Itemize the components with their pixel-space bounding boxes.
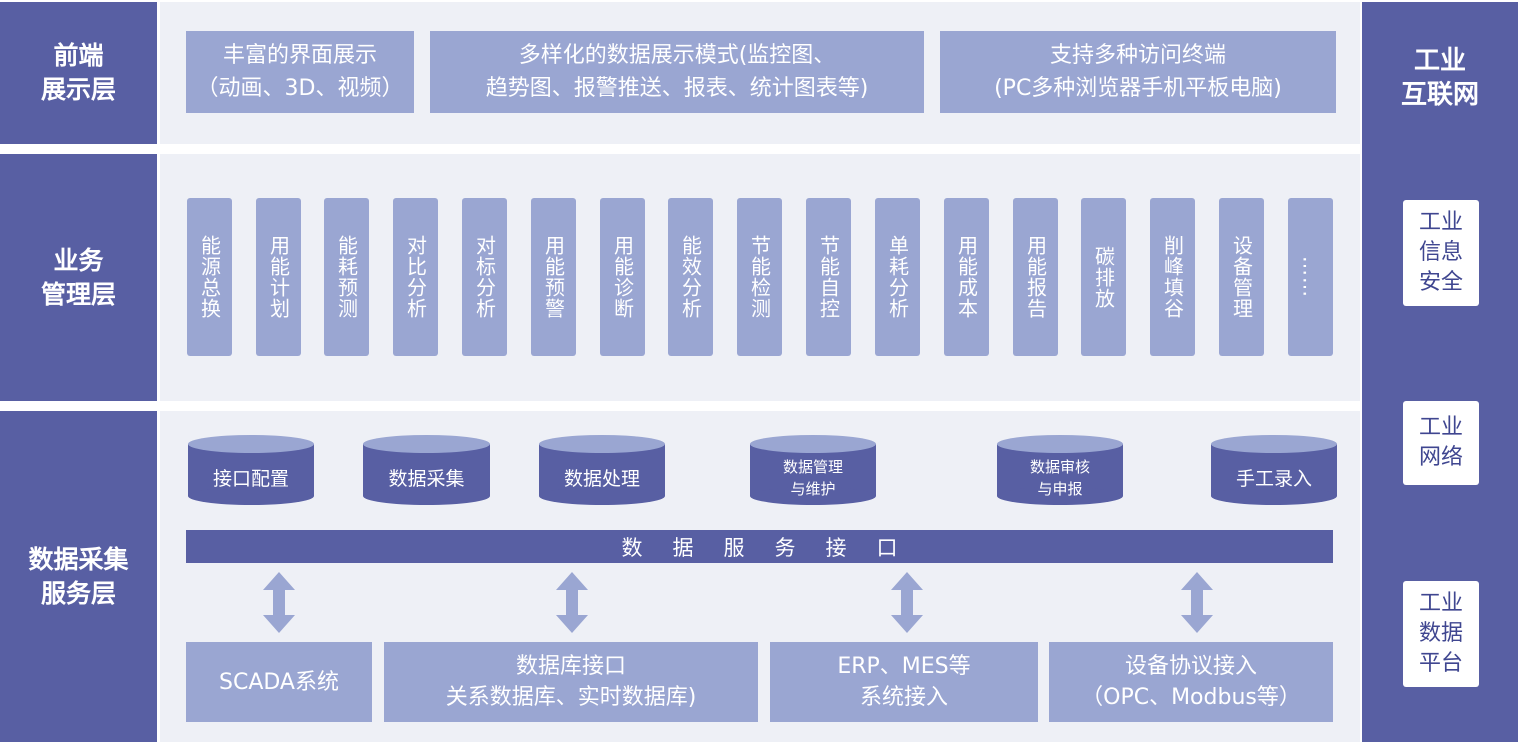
- business-item: 对比分析: [393, 198, 438, 356]
- industrial-network: 工业 网络: [1403, 401, 1479, 485]
- business-item: 设备管理: [1219, 198, 1264, 356]
- business-item-more: ……: [1288, 198, 1333, 356]
- business-layer-label: 业务 管理层: [0, 154, 157, 401]
- source-erp-mes: ERP、MES等 系统接入: [770, 642, 1038, 722]
- bidirectional-arrow-icon: [263, 572, 295, 633]
- bidirectional-arrow-icon: [1181, 572, 1213, 633]
- cylinder-manual-entry: [1211, 435, 1337, 505]
- service-data-collection: 数据采集: [388, 467, 465, 490]
- business-item: 用能预警: [531, 198, 576, 356]
- industrial-info-security: 工业 信息 安全: [1403, 200, 1479, 306]
- service-interface-config: 接口配置: [212, 467, 289, 490]
- source-scada: SCADA系统: [186, 642, 372, 722]
- business-item: 对标分析: [462, 198, 507, 356]
- cylinder-data-audit: [997, 435, 1123, 505]
- source-database-interface: 数据库接口 关系数据库、实时数据库): [384, 642, 758, 722]
- data-service-interface-bar: 数据服务接口: [186, 530, 1333, 563]
- business-item: 用能诊断: [600, 198, 645, 356]
- cylinder-interface-config: [188, 435, 314, 505]
- industrial-internet-title: 工业 互联网: [1400, 46, 1479, 110]
- business-item: 碳排放: [1081, 198, 1126, 356]
- business-item: 单耗分析: [875, 198, 920, 356]
- business-item: 节能自控: [806, 198, 851, 356]
- source-device-protocol: 设备协议接入 （OPC、Modbus等）: [1049, 642, 1333, 722]
- frontend-layer-label: 前端 展示层: [0, 2, 157, 144]
- frontend-box-ui: 丰富的界面展示 （动画、3D、视频）: [186, 31, 414, 113]
- service-data-processing: 数据处理: [563, 467, 640, 490]
- business-item: 能源总换: [187, 198, 232, 356]
- bidirectional-arrow-icon: [891, 572, 923, 633]
- service-manual-entry: 手工录入: [1235, 467, 1312, 490]
- cylinder-data-processing: [539, 435, 665, 505]
- service-data-management: 数据管理 与维护: [782, 458, 843, 498]
- data-layer-label: 数据采集 服务层: [0, 411, 157, 742]
- service-data-audit: 数据审核 与申报: [1029, 458, 1090, 498]
- cylinder-data-collection: [363, 435, 490, 505]
- business-item: 用能计划: [256, 198, 301, 356]
- business-item: 用能成本: [944, 198, 989, 356]
- frontend-box-terminals: 支持多种访问终端 (PC多种浏览器手机平板电脑): [940, 31, 1336, 113]
- business-item: 节能检测: [737, 198, 782, 356]
- industrial-data-platform: 工业 数据 平台: [1403, 581, 1479, 687]
- bidirectional-arrow-icon: [556, 572, 588, 633]
- business-item: 能效分析: [668, 198, 713, 356]
- business-item: 能耗预测: [324, 198, 369, 356]
- cylinder-data-management: [750, 435, 876, 505]
- business-item: 用能报告: [1013, 198, 1058, 356]
- frontend-box-display-modes: 多样化的数据展示模式(监控图、 趋势图、报警推送、报表、统计图表等): [430, 31, 924, 113]
- business-item: 削峰填谷: [1150, 198, 1195, 356]
